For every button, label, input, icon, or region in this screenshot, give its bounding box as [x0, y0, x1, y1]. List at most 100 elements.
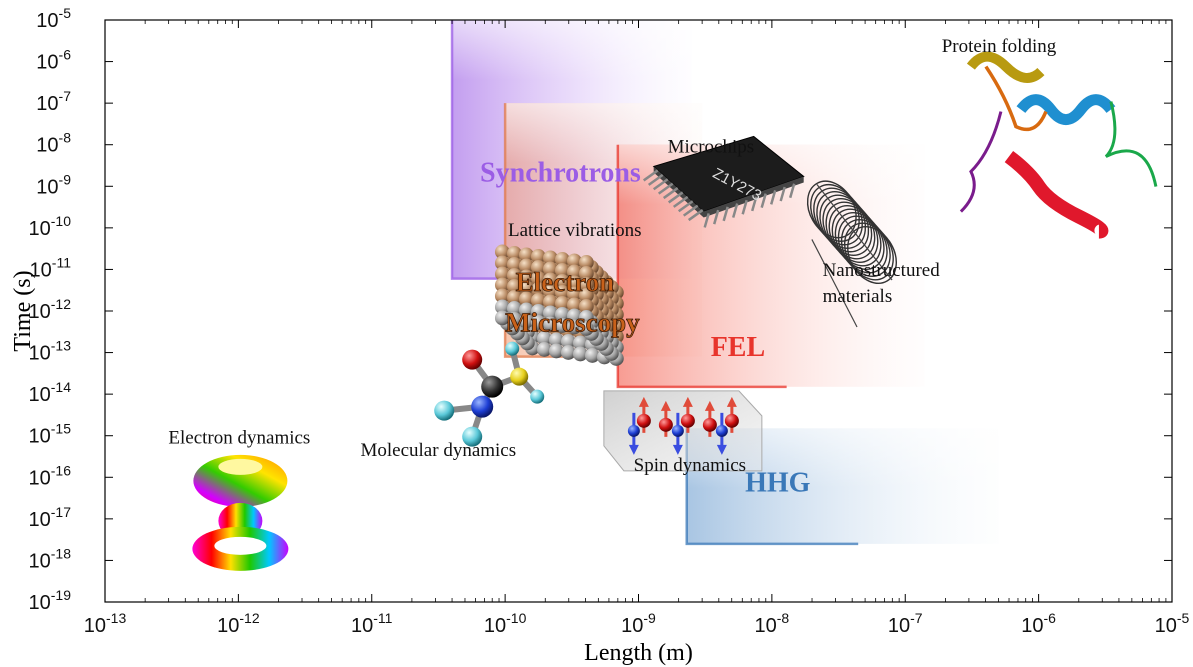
region-label-fel: FEL — [711, 332, 765, 363]
annotation-microchips: Microchips — [668, 137, 755, 158]
y-tick-label: 10-11 — [30, 254, 72, 281]
lattice-atom — [518, 302, 534, 318]
spin-arrow-head — [638, 396, 649, 407]
nanotube-edge — [811, 239, 858, 328]
spin-atom — [680, 413, 695, 428]
lattice-atom — [494, 299, 510, 315]
chip-pin — [687, 209, 704, 222]
chip-pin — [750, 196, 758, 212]
x-tick-label: 10-5 — [1155, 610, 1190, 637]
lattice-atom — [560, 334, 576, 349]
x-tick-label: 10-10 — [484, 610, 527, 637]
lattice-atom — [530, 293, 546, 308]
spin-arrow-head — [628, 444, 639, 455]
lattice-atom — [578, 288, 594, 303]
lattice-atom — [554, 252, 570, 267]
lattice-atom — [572, 346, 588, 362]
region-fel-edge — [616, 144, 787, 389]
protein-coil-orange — [984, 65, 1048, 132]
x-tick-label: 10-9 — [621, 610, 656, 637]
nanotube-ring — [847, 226, 897, 284]
y-tick-label: 10-9 — [36, 171, 71, 198]
microchip-illustration: Z1Y273 — [642, 135, 805, 228]
lattice-atom — [530, 282, 546, 297]
lattice-atom — [530, 315, 546, 330]
y-tick-label: 10-5 — [36, 5, 71, 32]
chip-pin — [731, 203, 739, 218]
lattice-atom — [554, 307, 570, 322]
y-tick-label: 10-14 — [29, 379, 72, 406]
y-tick-label: 10-17 — [29, 504, 72, 531]
chip-pin — [647, 173, 664, 186]
nanotube-edge — [816, 184, 893, 281]
protein-coil-purple — [959, 111, 1003, 213]
y-tick-label: 10-12 — [29, 296, 72, 323]
spin-atom — [715, 424, 728, 437]
orbital-torus-top — [193, 454, 288, 507]
lattice-atom — [530, 304, 546, 319]
chip-pin — [682, 204, 699, 217]
lattice-atom — [542, 250, 558, 266]
lattice-atom — [506, 257, 522, 272]
lattice-atom — [506, 268, 522, 283]
region-synchrotrons-fade — [452, 20, 692, 80]
y-tick-label: 10-8 — [36, 130, 71, 157]
lattice-atom — [554, 263, 570, 278]
lattice-atom — [518, 258, 534, 274]
chip-pin — [712, 209, 720, 225]
spin-atom — [658, 417, 673, 432]
lattice-atom — [518, 291, 534, 307]
chip-pin — [642, 169, 659, 182]
spin-arrow-head — [660, 400, 671, 411]
y-tick-label: 10-13 — [29, 338, 72, 365]
lattice-atom — [542, 283, 558, 299]
lattice-atom — [566, 253, 582, 269]
chip-pin — [760, 193, 767, 208]
chip-pin — [672, 195, 689, 208]
y-tick-label: 10-6 — [36, 47, 71, 74]
spin-arrow-head — [726, 396, 737, 407]
spin-arrow-head — [704, 400, 715, 411]
chip-pin — [677, 200, 694, 213]
lattice-atom — [530, 249, 546, 264]
lattice-atom — [494, 266, 510, 282]
lattice-atom — [518, 247, 534, 263]
spin-atom — [724, 413, 739, 428]
chip-side — [653, 166, 804, 218]
y-tick-label: 10-18 — [29, 545, 72, 572]
region-label-electron: Electron — [516, 267, 614, 297]
lattice-atom — [506, 290, 522, 305]
y-tick-label: 10-10 — [29, 213, 72, 240]
lattice-atom — [542, 305, 558, 321]
lattice-atom — [578, 310, 594, 325]
spin-atom — [627, 424, 640, 437]
lattice-atom — [494, 277, 510, 293]
spin-atom — [671, 424, 684, 437]
nanotube-illustration — [806, 180, 897, 328]
lattice-atom — [518, 269, 534, 285]
lattice-atom — [578, 277, 594, 292]
molecule-atom — [434, 400, 455, 421]
molecule-atom — [471, 395, 494, 418]
lattice-atom — [530, 271, 546, 286]
lattice-atom — [566, 308, 582, 324]
lattice-atom — [542, 261, 558, 277]
lattice-atom — [494, 310, 510, 326]
protein-helix-red — [1004, 150, 1109, 239]
chip-pin — [657, 182, 674, 195]
molecule-atom — [510, 367, 529, 386]
lattice-atom — [566, 297, 582, 313]
tick-group: 10-13 10-12 10-11 10-10 10-9 10-8 10-7 10-6 10-5… — [29, 5, 1190, 637]
annotation-molecular-dynamics: Molecular dynamics — [360, 440, 516, 461]
chip-pin — [662, 187, 679, 200]
protein-helix-yellow — [966, 51, 1045, 83]
lattice-atom — [494, 244, 510, 260]
y-tick-label: 10-7 — [36, 88, 71, 115]
spin-box-illustration — [603, 390, 763, 472]
y-axis-label: Time (s) — [10, 270, 36, 351]
lattice-atom — [518, 280, 534, 296]
